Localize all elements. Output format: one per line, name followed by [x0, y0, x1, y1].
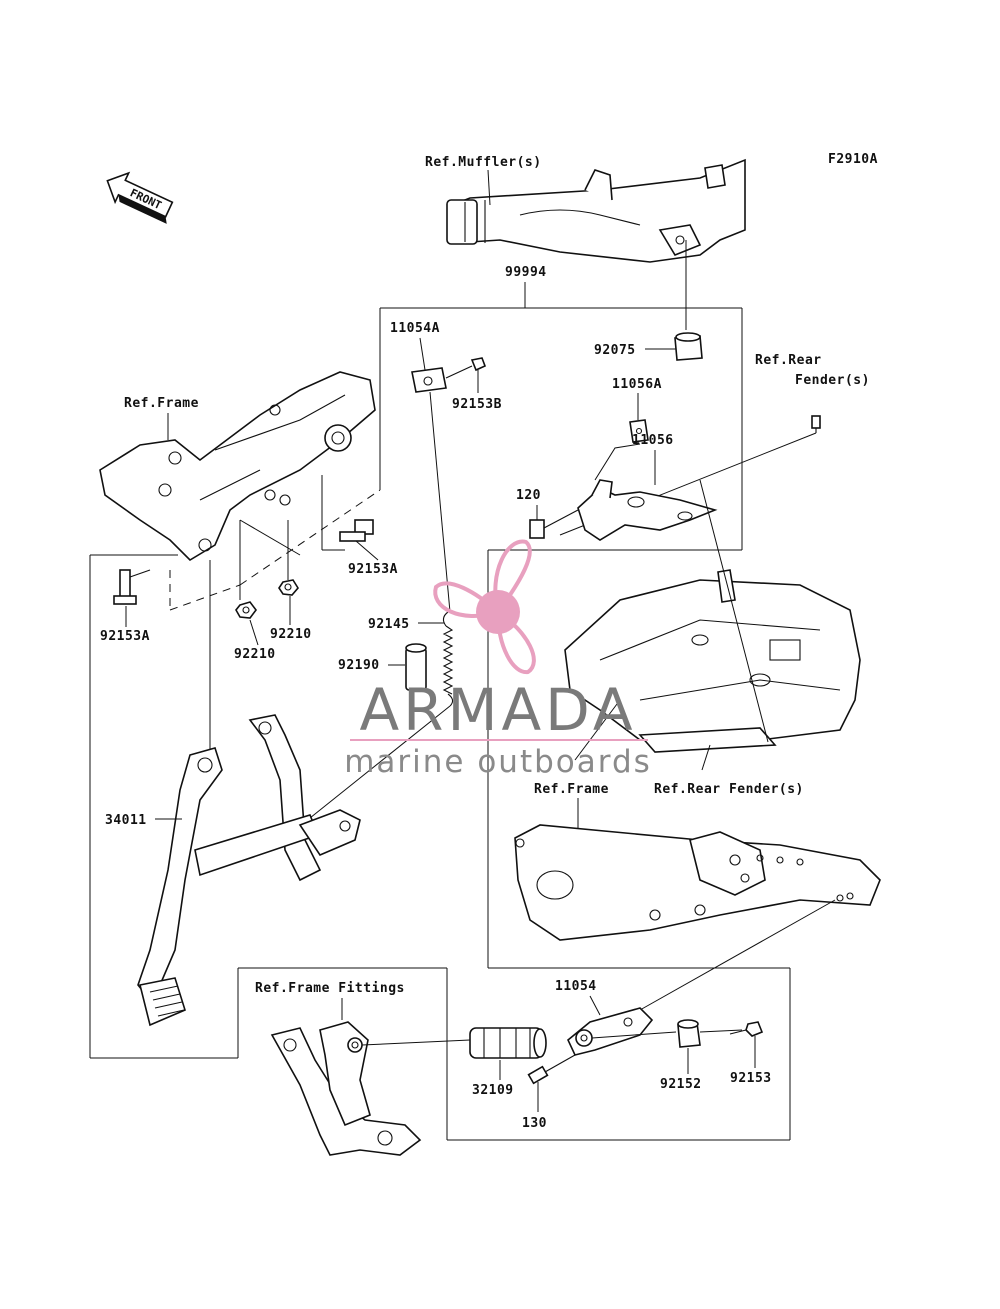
damper-92075: [674, 332, 703, 361]
part-number-92153A-right: 92153A: [348, 562, 398, 577]
part-number-130: 130: [522, 1116, 547, 1131]
part-number-11056: 11056: [632, 433, 674, 448]
ref-muffler-label: Ref.Muffler(s): [425, 155, 542, 170]
part-number-11054A: 11054A: [390, 321, 440, 336]
part-number-92153B: 92153B: [452, 397, 502, 412]
bracket-11056: [577, 479, 718, 541]
ref-rear-fender-mid-label: Ref.Rear Fender(s): [654, 782, 804, 797]
part-number-120: 120: [516, 488, 541, 503]
frame-fittings-reference-part: [270, 1021, 422, 1156]
part-number-92190: 92190: [338, 658, 380, 673]
bolt-120: [529, 509, 579, 539]
part-number-92210-right: 92210: [270, 627, 312, 642]
bolt-130: [527, 1054, 576, 1085]
nut-92210-left: [235, 601, 257, 619]
part-number-34011: 34011: [105, 813, 147, 828]
ref-frame-fittings-label: Ref.Frame Fittings: [255, 981, 405, 996]
frame-reference-part-lower: [514, 824, 881, 941]
part-number-92153A-left: 92153A: [100, 629, 150, 644]
diagram-code: F2910A: [828, 152, 878, 167]
bolt-92153: [729, 1021, 764, 1037]
bolt-92153A-right: [339, 519, 374, 542]
pin-92190: [405, 643, 427, 691]
watermark-tagline: marine outboards: [344, 744, 652, 780]
part-number-11056A: 11056A: [612, 377, 662, 392]
armada-watermark: ARMADA marine outboards: [344, 539, 652, 780]
part-number-92152: 92152: [660, 1077, 702, 1092]
watermark-brand: ARMADA: [359, 676, 636, 744]
rear-fender-reference-part: [564, 569, 861, 753]
frame-reference-part-top: [99, 371, 376, 562]
bracket-11054A: [411, 367, 447, 393]
stand-34011: [137, 714, 361, 1027]
bolt-92153B: [445, 357, 487, 379]
front-arrow-icon: FRONT: [106, 171, 174, 224]
bolt-92153A-left: [113, 569, 151, 605]
part-number-92145: 92145: [368, 617, 410, 632]
part-number-32109: 32109: [472, 1083, 514, 1098]
spring-92145: [442, 611, 454, 707]
ref-rear-fender-top-label-line1: Ref.Rear: [755, 353, 822, 368]
ref-frame-top-label: Ref.Frame: [124, 396, 199, 411]
damper-32109: [469, 1027, 547, 1059]
nut-92210-right: [278, 579, 299, 596]
collar-92152: [677, 1019, 701, 1048]
bracket-11054: [567, 1007, 654, 1056]
part-number-92075: 92075: [594, 343, 636, 358]
fender-bolt: [811, 415, 821, 433]
part-number-11054: 11054: [555, 979, 597, 994]
ref-frame-mid-label: Ref.Frame: [534, 782, 609, 797]
part-number-92210-left: 92210: [234, 647, 276, 662]
muffler-reference-part: [446, 158, 746, 263]
part-number-99994: 99994: [505, 265, 547, 280]
propeller-icon: [433, 539, 536, 675]
stay-11056A: [629, 419, 649, 443]
part-number-92153: 92153: [730, 1071, 772, 1086]
ref-rear-fender-top-label-line2: Fender(s): [795, 373, 870, 388]
